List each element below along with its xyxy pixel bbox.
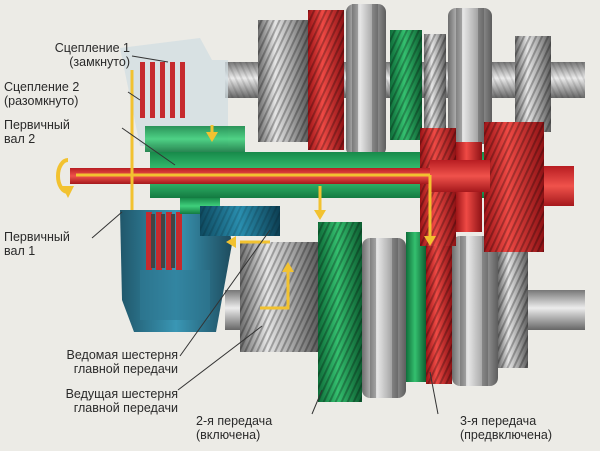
label-clutch-2: Сцепление 2 (разомкнуто)	[4, 80, 79, 108]
upper-synchronizer-1	[346, 4, 386, 156]
label-drive-gear-line-1: Ведущая шестерня	[65, 387, 178, 401]
label-gear-2-line-2: (включена)	[196, 428, 261, 442]
label-gear-3-line-1: 3-я передача	[460, 414, 537, 428]
label-input-shaft-1: Первичный вал 1	[4, 230, 70, 258]
clutch-2-discs	[140, 62, 185, 118]
label-input-shaft-2: Первичный вал 2	[4, 118, 70, 146]
final-drive-pinion	[240, 242, 318, 352]
label-gear-3-line-2: (предвключена)	[460, 428, 552, 442]
label-clutch-1-line-1: Сцепление 1	[54, 41, 130, 55]
leader-lines	[91, 55, 439, 415]
upper-gear-red	[308, 10, 344, 150]
upper-synchronizer-2	[448, 8, 492, 144]
power-flow-arrow-icon	[76, 70, 432, 310]
label-drive-gear-line-2: главной передачи	[73, 401, 178, 415]
label-clutch-2-line-1: Сцепление 2	[4, 80, 80, 94]
label-drive-gear: Ведущая шестерня главной передачи	[20, 387, 178, 415]
input-shaft-2-red	[70, 160, 490, 192]
label-clutch-1: Сцепление 1 (замкнуто)	[4, 41, 130, 69]
lower-synchronizer-2	[452, 236, 498, 386]
upper-gear-large-grey	[258, 20, 308, 142]
label-driven-gear: Ведомая шестерня главной передачи	[20, 348, 178, 376]
lower-gear-green-2	[406, 232, 426, 382]
label-gear-3: 3-я передача (предвключена)	[460, 414, 552, 442]
lower-gear-2-green	[318, 222, 362, 402]
upper-gear-end	[515, 36, 551, 132]
label-driven-gear-line-2: главной передачи	[73, 362, 178, 376]
label-gear-2: 2-я передача (включена)	[196, 414, 272, 442]
clutch-1-discs	[146, 212, 182, 270]
label-input-shaft-2-line-1: Первичный	[4, 118, 70, 132]
label-input-shaft-2-line-2: вал 2	[4, 132, 36, 146]
lower-gear-3-red	[426, 236, 452, 384]
label-input-shaft-1-line-1: Первичный	[4, 230, 70, 244]
label-clutch-2-line-2: (разомкнуто)	[4, 94, 79, 108]
label-driven-gear-line-1: Ведомая шестерня	[66, 348, 178, 362]
input-shaft-1-hub-blue	[200, 206, 280, 236]
lower-gear-end	[498, 248, 528, 368]
label-input-shaft-1-line-2: вал 1	[4, 244, 36, 258]
power-flow-arrowheads	[206, 132, 436, 272]
upper-gear-green	[390, 30, 422, 140]
rotation-arrow-icon	[56, 158, 74, 198]
lower-synchronizer-1	[362, 238, 406, 398]
upper-gear-thin-grey	[424, 34, 446, 134]
label-clutch-1-line-2: (замкнуто)	[69, 55, 130, 69]
label-gear-2-line-1: 2-я передача	[196, 414, 273, 428]
